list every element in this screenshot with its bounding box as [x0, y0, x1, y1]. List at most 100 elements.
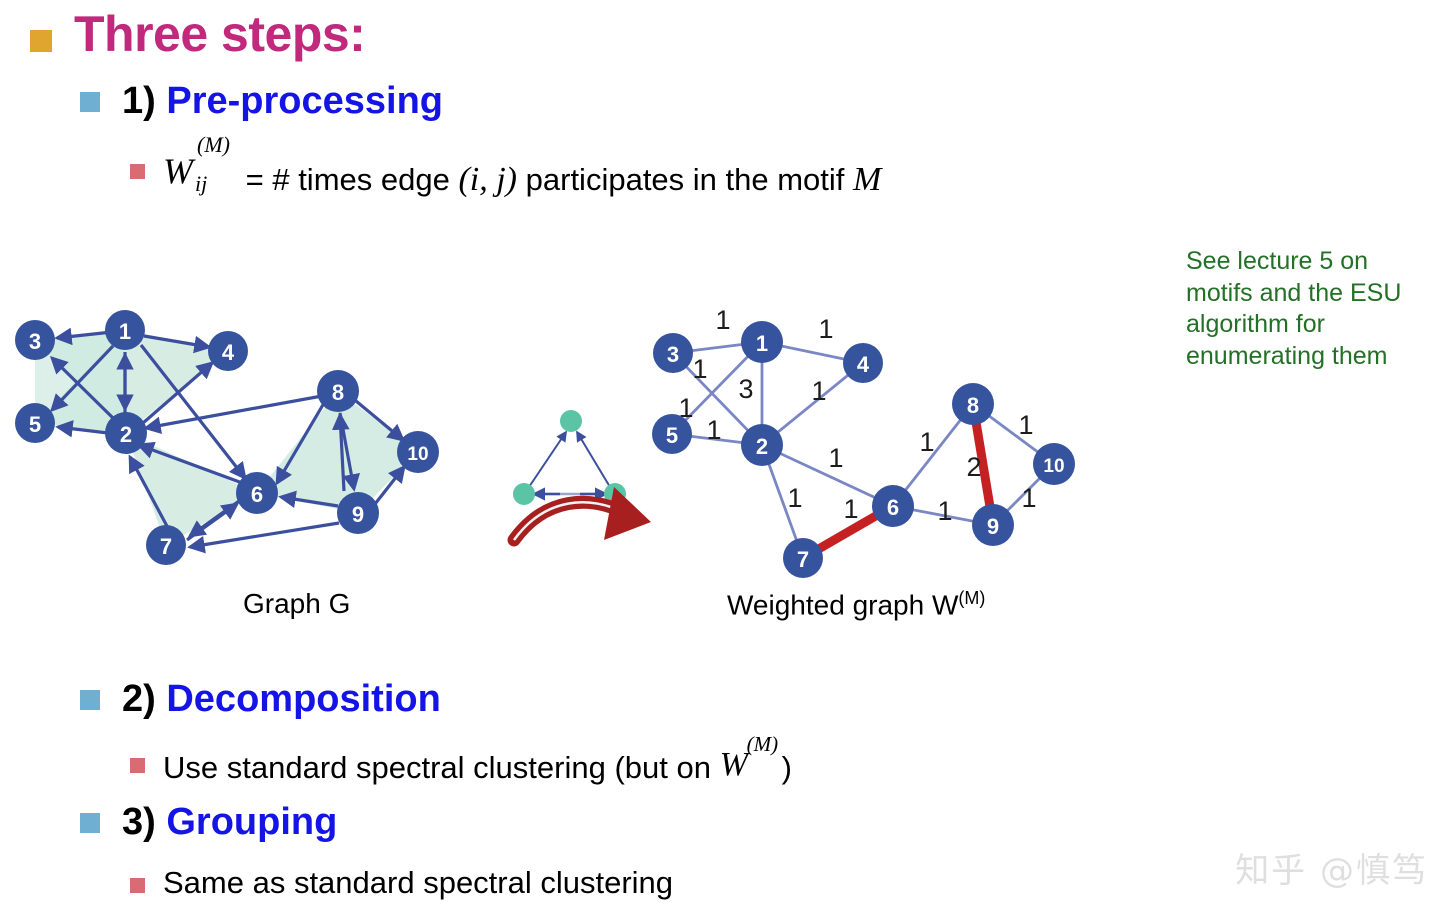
graph-g-node: 7	[146, 525, 186, 565]
svg-text:7: 7	[160, 534, 172, 559]
svg-text:4: 4	[857, 352, 870, 377]
weight-label: 1	[715, 305, 730, 335]
step-2-text: 2) Decomposition	[122, 678, 441, 720]
bullet-square-blue-icon	[80, 812, 100, 833]
weight-label: 1	[678, 393, 693, 423]
weight-label: 1	[692, 354, 707, 384]
step-2-heading: 2) Decomposition	[80, 678, 441, 720]
formula-w-base: W	[719, 746, 748, 783]
bullet-square-rose-icon	[130, 758, 145, 773]
lecture-note-text: See lecture 5 on motifs and the ESU algo…	[1186, 247, 1402, 370]
step-1-detail-row: W (M) ij = # times edge (i, j) participa…	[130, 132, 882, 198]
svg-text:2: 2	[756, 434, 768, 459]
svg-text:5: 5	[666, 423, 678, 448]
svg-text:3: 3	[29, 329, 41, 354]
weight-label: 1	[1021, 483, 1036, 513]
graph-w-highlight-edges	[798, 399, 998, 563]
step-2-detail-after: )	[781, 750, 792, 785]
graph-g-node: 5	[15, 403, 55, 443]
svg-text:10: 10	[1043, 456, 1064, 477]
graph-g-nodes: 1 2 3 4 5 6 7 8 9 10	[15, 310, 439, 565]
bullet-square-blue-icon	[80, 91, 100, 112]
graph-g-node: 8	[317, 370, 359, 412]
step-3-text: 3) Grouping	[122, 801, 338, 843]
bullet-square-gold-icon	[30, 30, 52, 53]
graph-w-node: 1	[741, 321, 783, 363]
graph-g-node: 3	[15, 320, 55, 360]
motif-node	[513, 483, 535, 505]
formula-w-superscript: (M)	[197, 132, 230, 157]
svg-text:10: 10	[407, 444, 428, 465]
graph-w-node: 3	[653, 333, 693, 373]
weight-label: 1	[828, 443, 843, 473]
graph-g-edges	[49, 327, 406, 554]
weight-label: 3	[738, 374, 753, 404]
figure-svg: 1 2 3 4 5 6 7 8 9 10	[15, 305, 1075, 578]
graph-g-caption: Graph G	[243, 588, 351, 619]
bullet-square-blue-icon	[80, 689, 100, 710]
graph-w-nodes: 1 2 3 4 5 6 7 8 9 10	[652, 321, 1075, 578]
motif-diagram	[513, 410, 626, 505]
bullet-square-rose-icon	[130, 164, 145, 179]
formula-w-base: W	[163, 151, 193, 191]
svg-text:7: 7	[797, 547, 809, 572]
weight-label: 1	[919, 427, 934, 457]
formula-w-superscript: (M)	[746, 732, 779, 756]
weighted-graph-caption: Weighted graph W(M)	[727, 588, 985, 621]
weight-label: 1	[811, 376, 826, 406]
svg-text:5: 5	[29, 412, 41, 437]
svg-text:8: 8	[967, 393, 979, 418]
step-3-label: Grouping	[166, 801, 338, 843]
weighted-graph-caption-base: Weighted graph W	[727, 589, 959, 621]
graph-w-node: 7	[783, 538, 823, 578]
svg-text:1: 1	[119, 319, 131, 344]
svg-text:3: 3	[667, 342, 679, 367]
svg-text:9: 9	[352, 502, 364, 527]
step-3-heading: 3) Grouping	[80, 801, 338, 843]
step-2-detail-before: Use standard spectral clustering (but on	[163, 750, 711, 785]
graph-w-node: 9	[972, 504, 1014, 546]
step-2-number: 2)	[122, 678, 156, 720]
formula-w-ij-m: W (M) ij	[163, 132, 237, 196]
graph-w-node: 6	[872, 485, 914, 527]
graph-g-node: 1	[105, 310, 145, 350]
graph-g-node: 6	[236, 472, 278, 514]
slide-title-row: Three steps:	[30, 8, 366, 61]
graph-w-node: 10	[1033, 443, 1075, 485]
weight-label: 1	[787, 483, 802, 513]
weight-label: 1	[818, 314, 833, 344]
graph-w-node: 8	[952, 383, 994, 425]
motif-node	[560, 410, 582, 432]
svg-text:6: 6	[887, 495, 899, 520]
graph-g-node: 4	[208, 331, 248, 371]
weight-label: 1	[937, 496, 952, 526]
weight-label: 1	[843, 494, 858, 524]
graph-w-node: 2	[741, 424, 783, 466]
formula-edge-pair: (i, j)	[458, 161, 518, 198]
formula-w-m-decomposition: W (M)	[719, 732, 782, 783]
step-2-detail-row: Use standard spectral clustering (but on…	[130, 732, 792, 785]
graph-w-node: 4	[843, 343, 883, 383]
zhihu-watermark: 知乎 @慎笃	[1235, 851, 1428, 891]
step-1-heading: 1) Pre-processing	[80, 80, 444, 122]
step-3-number: 3)	[122, 801, 156, 843]
svg-text:6: 6	[251, 482, 263, 507]
svg-text:8: 8	[332, 380, 344, 405]
svg-text:2: 2	[120, 422, 132, 447]
step-2-detail-text: Use standard spectral clustering (but on…	[163, 732, 792, 785]
graph-w-weight-labels: 1 1 3 1 1 1 1 1 1 1 1 1 2 1 1	[678, 305, 1036, 526]
step-1-text: 1) Pre-processing	[122, 80, 444, 122]
motif-weighting-figure: 1 2 3 4 5 6 7 8 9 10	[0, 195, 1160, 635]
formula-motif-symbol: M	[853, 161, 882, 198]
svg-text:4: 4	[222, 340, 235, 365]
step-2-label: Decomposition	[166, 678, 441, 720]
weight-label: 2	[966, 452, 981, 482]
svg-text:1: 1	[756, 331, 768, 356]
graph-w-node: 5	[652, 414, 692, 454]
weighted-graph-caption-sup: (M)	[958, 588, 986, 608]
transform-arrow-icon	[507, 487, 651, 547]
bullet-square-rose-icon	[130, 878, 145, 893]
step-1-label: Pre-processing	[166, 80, 444, 122]
weight-label: 1	[706, 415, 721, 445]
formula-w-subscript: ij	[195, 171, 208, 196]
